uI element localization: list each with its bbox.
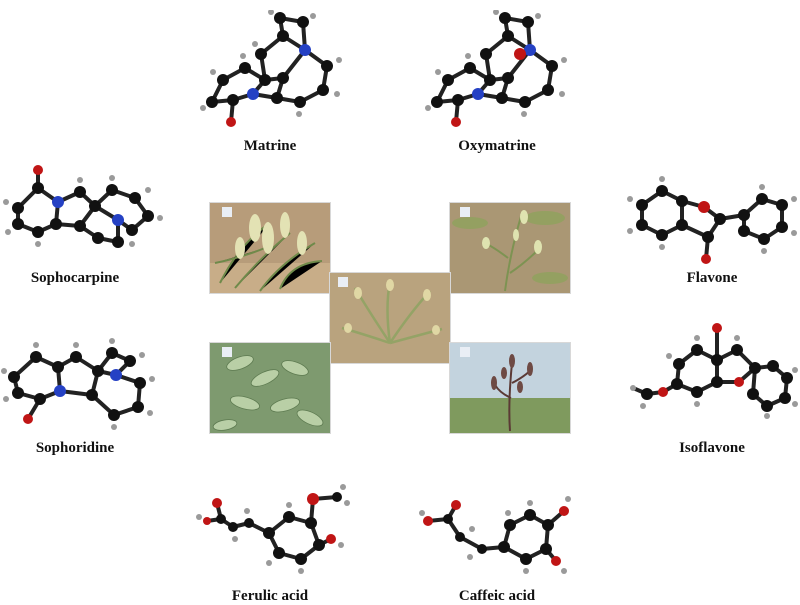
sophocarpine-label: Sophocarpine xyxy=(30,270,120,286)
sophoridine-molecule xyxy=(1,338,155,430)
matrine-label: Matrine xyxy=(243,138,297,154)
photo-dried-pods xyxy=(450,343,570,433)
photo-whole-plant xyxy=(330,273,450,363)
photo-seed-pods xyxy=(450,203,570,293)
caffeic-acid-molecule xyxy=(419,496,571,574)
caffeic-acid-label: Caffeic acid xyxy=(458,588,536,604)
oxymatrine-molecule xyxy=(425,10,567,127)
sophocarpine-molecule xyxy=(3,165,163,248)
photo-leaves xyxy=(210,343,330,433)
matrine-molecule xyxy=(200,10,342,127)
isoflavone-molecule xyxy=(630,323,798,419)
flavone-label: Flavone xyxy=(686,270,738,286)
sophoridine-label: Sophoridine xyxy=(35,440,115,456)
oxymatrine-label: Oxymatrine xyxy=(458,138,536,154)
photo-flowering-plant xyxy=(210,203,330,293)
flavone-molecule xyxy=(627,176,797,264)
ferulic-acid-molecule xyxy=(196,484,350,574)
isoflavone-label: Isoflavone xyxy=(679,440,745,456)
ferulic-acid-label: Ferulic acid xyxy=(231,588,309,604)
